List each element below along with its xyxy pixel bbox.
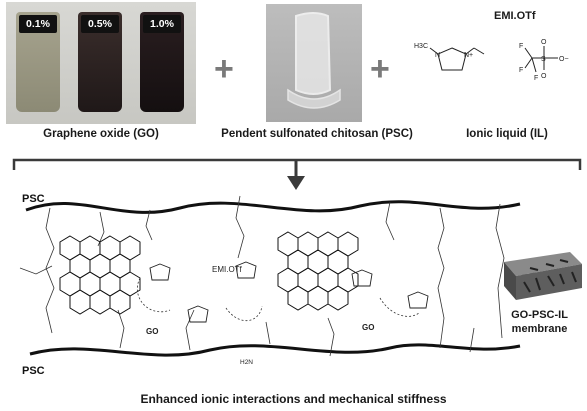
membrane-schematic: EMI.OTf GO GO H2N PSC PSC xyxy=(19,193,542,377)
vial-label: 0.5% xyxy=(81,15,119,33)
caption-ionic-liquid: Ionic liquid (IL) xyxy=(466,128,548,140)
product-label-line1: GO-PSC-IL xyxy=(511,309,568,321)
vial-0-1-percent: 0.1% xyxy=(16,12,60,112)
atom-o1: O xyxy=(541,39,547,46)
vial-1-0-percent: 1.0% xyxy=(140,12,184,112)
atom-n-right: N+ xyxy=(464,52,473,59)
il-name: EMI.OTf xyxy=(494,10,536,22)
down-arrow-icon xyxy=(287,176,305,190)
amine-label: H2N xyxy=(240,359,253,366)
caption-psc: Pendent sulfonated chitosan (PSC) xyxy=(221,128,413,140)
atom-f1: F xyxy=(519,43,523,50)
psc-label-bottom: PSC xyxy=(22,365,45,377)
product-label-line2: membrane xyxy=(511,323,568,335)
emi-otf-structure: H3C N N+ F F F S O O O− xyxy=(414,39,569,82)
vial-0-5-percent: 0.5% xyxy=(78,12,122,112)
combine-bracket xyxy=(12,158,582,190)
plus-sign: + xyxy=(370,50,390,88)
go-label: GO xyxy=(146,327,158,336)
membrane-block-graphic xyxy=(504,252,582,300)
atom-o-minus: O− xyxy=(559,56,569,63)
atom-h3c: H3C xyxy=(414,43,428,50)
membrane-il-label: EMI.OTf xyxy=(212,265,243,274)
atom-f2: F xyxy=(519,67,523,74)
graphene-oxide-sheet xyxy=(277,231,359,311)
graphene-oxide-sheet xyxy=(59,235,141,315)
psc-film-graphic xyxy=(287,12,341,109)
atom-s: S xyxy=(541,56,546,63)
atom-n-left: N xyxy=(435,52,440,59)
psc-film-photo xyxy=(266,4,362,122)
go-vials-photo: 0.1% 0.5% 1.0% xyxy=(6,2,196,124)
psc-label-top: PSC xyxy=(22,193,45,205)
product-label: GO-PSC-IL membrane xyxy=(492,308,587,336)
atom-o2: O xyxy=(541,73,547,80)
footer-caption: Enhanced ionic interactions and mechanic… xyxy=(140,392,447,406)
atom-f3: F xyxy=(534,75,538,82)
caption-graphene-oxide: Graphene oxide (GO) xyxy=(43,128,159,140)
membrane-product-image xyxy=(500,248,584,304)
go-label: GO xyxy=(362,323,374,332)
plus-sign: + xyxy=(214,50,234,88)
vial-label: 1.0% xyxy=(143,15,181,33)
vial-label: 0.1% xyxy=(19,15,57,33)
